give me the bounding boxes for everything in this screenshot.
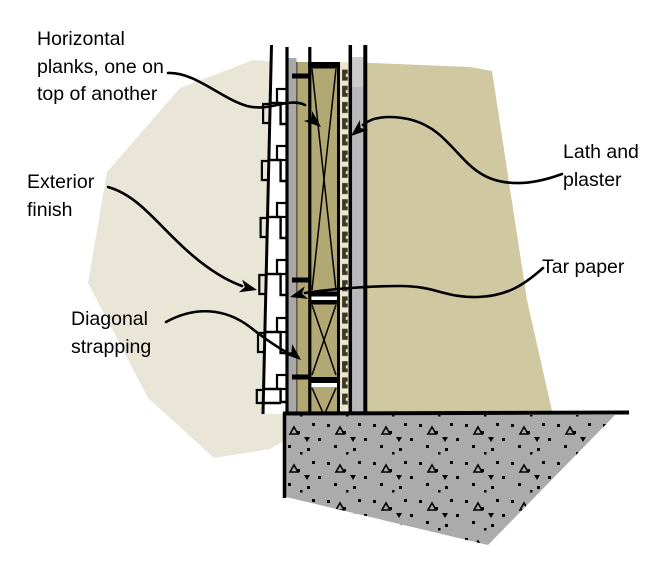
clapboard-siding <box>255 44 288 415</box>
leader-diagonal-strapping <box>164 310 290 355</box>
tar-paper-layer <box>288 58 298 414</box>
plaster-layer <box>351 57 364 414</box>
background-beige-polygon <box>88 60 284 458</box>
concrete-foundation <box>282 410 630 545</box>
label-horizontal-planks-line3: top of another <box>37 83 158 105</box>
label-lath-and-plaster-line1: Lath and <box>563 141 639 163</box>
label-diagonal-strapping-line1: Diagonal <box>71 308 148 330</box>
label-diagonal-strapping-line2: strapping <box>71 335 152 358</box>
arrowhead-exterior-finish <box>238 279 257 293</box>
label-horizontal-planks-line2: planks, one on <box>37 55 164 78</box>
label-exterior-finish-line1: Exterior <box>27 171 95 193</box>
leader-lines <box>106 71 564 355</box>
label-tar-paper-line1: Tar paper <box>542 256 625 278</box>
arrowhead-lath-plaster <box>351 120 369 136</box>
label-exterior-finish-line2: finish <box>27 198 73 221</box>
label-lath-and-plaster-line2: plaster <box>563 168 622 191</box>
arrowhead-tar-paper <box>290 286 309 299</box>
leader-tar-paper <box>303 266 545 299</box>
label-horizontal-planks: Horizontal planks, one on top of another <box>37 26 164 109</box>
stud-bay-cross-bracing <box>308 62 340 414</box>
label-tar-paper: Tar paper <box>542 254 624 282</box>
leader-exterior-finish <box>106 185 244 288</box>
label-diagonal-strapping: Diagonal strapping <box>71 306 151 361</box>
label-exterior-finish: Exterior finish <box>27 169 94 224</box>
arrowhead-diagonal-strapping <box>283 344 301 360</box>
label-lath-and-plaster: Lath and plaster <box>563 139 639 194</box>
label-horizontal-planks-line1: Horizontal <box>37 28 125 50</box>
arrowheads <box>238 111 369 360</box>
lath-layer <box>340 62 350 412</box>
background-khaki-polygon <box>349 62 552 411</box>
leader-horizontal-planks <box>166 71 307 109</box>
diagonal-strapping-layer <box>292 62 309 414</box>
arrowhead-horizontal-planks <box>303 111 321 127</box>
leader-lath-plaster <box>361 115 564 185</box>
